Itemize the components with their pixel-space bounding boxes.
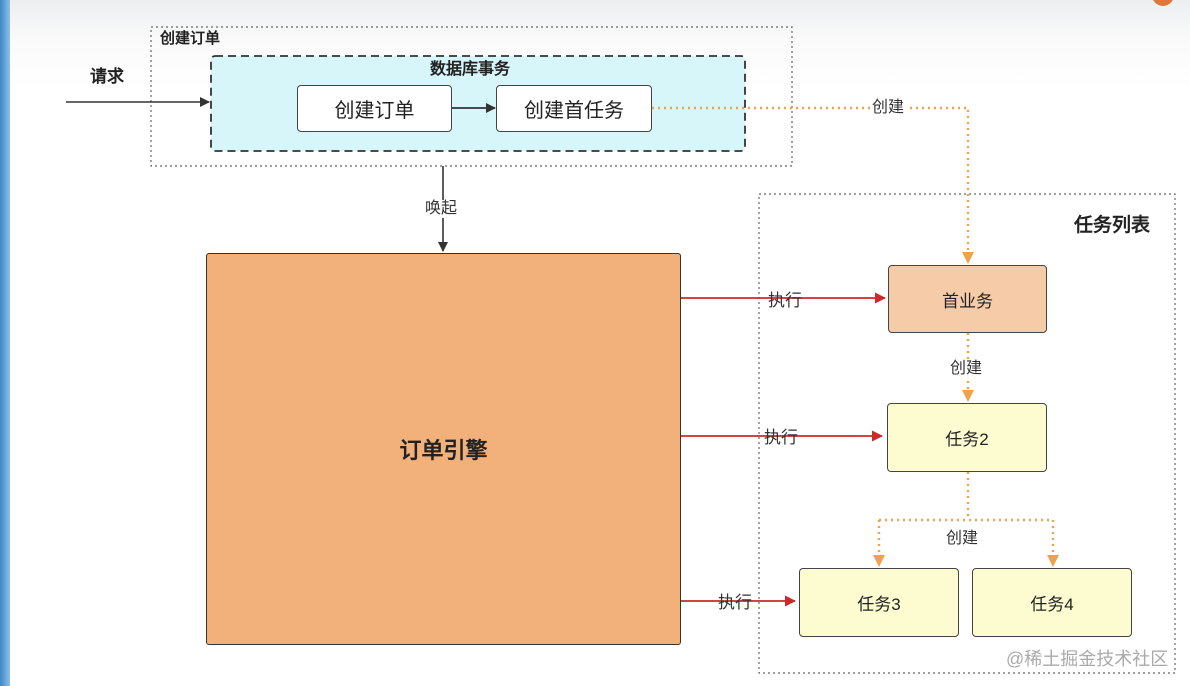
task-list-group-frame — [758, 193, 1176, 674]
task2-node: 任务2 — [887, 403, 1047, 472]
execute-label-2: 执行 — [764, 428, 798, 447]
execute-label-3: 执行 — [718, 593, 752, 612]
task4-node: 任务4 — [972, 568, 1132, 637]
wake-label: 唤起 — [423, 200, 460, 218]
execute-label-1: 执行 — [768, 291, 802, 310]
watermark: @稀土掘金技术社区 — [1006, 649, 1169, 669]
create-label-top: 创建 — [870, 99, 907, 117]
create-label-mid: 创建 — [948, 360, 985, 378]
create-order-node: 创建订单 — [297, 85, 452, 132]
window-left-edge — [0, 0, 10, 686]
create-first-task-node: 创建首任务 — [496, 85, 652, 132]
corner-badge — [1152, 0, 1174, 6]
db-transaction-group-title: 数据库事务 — [430, 61, 511, 78]
create-label-bottom: 创建 — [944, 530, 981, 548]
request-label: 请求 — [90, 67, 124, 86]
task-list-group-title: 任务列表 — [1074, 215, 1151, 236]
task3-node: 任务3 — [799, 568, 959, 637]
create-order-group-title: 创建订单 — [160, 30, 221, 47]
first-business-node: 首业务 — [888, 265, 1047, 333]
order-engine-node: 订单引擎 — [206, 253, 681, 645]
create-order-group-frame — [150, 26, 793, 167]
